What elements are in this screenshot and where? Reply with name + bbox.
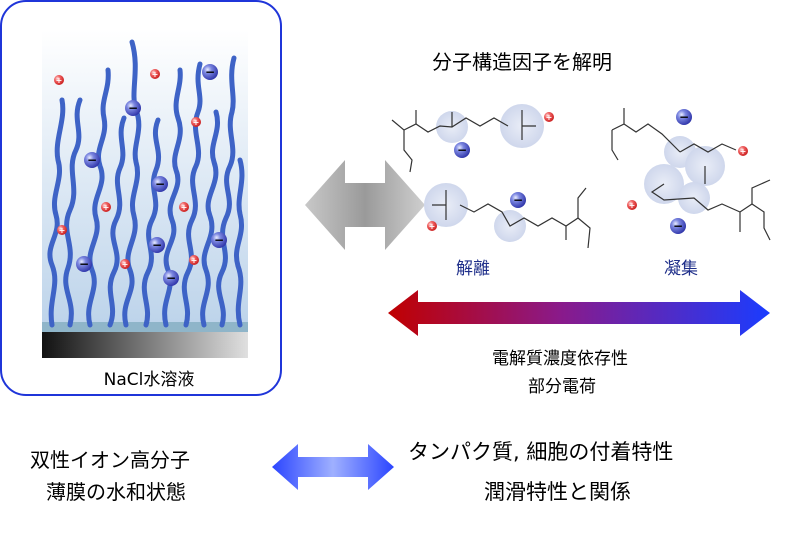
polymer-chain: [107, 115, 127, 328]
label-dissociation: 解離: [456, 259, 490, 279]
anion-sign: −: [152, 238, 162, 252]
cations: + + + + + + + +: [54, 69, 201, 269]
anion-sign: −: [79, 257, 89, 271]
polymer-chain: [181, 61, 203, 328]
cation-sign: +: [429, 222, 436, 231]
cation-sign: +: [181, 203, 188, 212]
anion: [76, 256, 92, 272]
dissociated-molecule-bottom: [424, 183, 591, 249]
polymer-chain: [47, 97, 66, 328]
cation: [427, 221, 437, 231]
anion: [84, 152, 100, 168]
anion-sign: −: [513, 193, 523, 207]
anion: [510, 192, 526, 208]
cation: [179, 202, 189, 212]
polymer-chain: [86, 67, 111, 328]
anion-sign: −: [205, 65, 215, 79]
anion: [152, 176, 168, 192]
cation-sign: +: [191, 256, 198, 265]
solution-caption: NaCl水溶液: [103, 370, 195, 390]
polymer-chain: [63, 97, 83, 328]
anion: [211, 232, 227, 248]
cation-sign: +: [740, 147, 747, 156]
gradient-text-line2: 部分電荷: [528, 377, 596, 397]
anion: [676, 109, 692, 125]
anions: − − − − − − − −: [76, 64, 227, 286]
polymer-chain: [200, 109, 220, 328]
anion: [163, 270, 179, 286]
cation-sign: +: [56, 76, 63, 85]
anion-sign: −: [679, 110, 689, 124]
cation-sign: +: [193, 118, 200, 127]
bottom-left-line2: 薄膜の水和状態: [46, 480, 186, 504]
dissociated-molecule-top: [391, 104, 544, 173]
cation: [738, 146, 748, 156]
cation: [189, 255, 199, 265]
cation: [544, 112, 554, 122]
gradient-text-line1: 電解質濃度依存性: [492, 349, 628, 369]
cation: [57, 225, 67, 235]
structure-title: 分子構造因子を解明: [432, 50, 612, 74]
anion-sign: −: [673, 219, 683, 233]
cation-sign: +: [59, 226, 66, 235]
anion-sign: −: [155, 177, 165, 191]
anion-sign: −: [166, 271, 176, 285]
cation: [54, 75, 64, 85]
cation: [191, 117, 201, 127]
anion-sign: −: [457, 143, 467, 157]
bottom-right-line2: 潤滑特性と関係: [484, 480, 631, 504]
anion: [149, 237, 165, 253]
label-aggregation: 凝集: [664, 259, 698, 279]
polymer-chains: [47, 39, 245, 328]
relation-double-arrow: [272, 444, 394, 490]
cation-sign: +: [122, 260, 129, 269]
substrate: [42, 332, 248, 358]
polymer-chain: [216, 55, 237, 328]
anion-sign: −: [128, 101, 138, 115]
cation-sign: +: [546, 113, 553, 122]
aggregated-molecules: [611, 108, 771, 241]
anion: [454, 142, 470, 158]
anion-sign: −: [87, 153, 97, 167]
polymer-chain: [141, 117, 162, 328]
anion: [202, 64, 218, 80]
anion: [125, 100, 141, 116]
anion-sign: −: [214, 233, 224, 247]
cation-sign: +: [152, 70, 159, 79]
cation-sign: +: [629, 201, 636, 210]
cation-sign: +: [103, 203, 110, 212]
gradient-double-arrow: [388, 290, 770, 336]
cation: [150, 69, 160, 79]
bottom-left-line1: 双性イオン高分子: [30, 448, 190, 472]
cation: [627, 200, 637, 210]
anion: [670, 218, 686, 234]
cation: [120, 259, 130, 269]
cation: [101, 202, 111, 212]
polymer-chain: [234, 157, 245, 328]
gray-double-arrow: [305, 160, 425, 250]
bottom-right-line1: タンパク質, 細胞の付着特性: [408, 440, 674, 464]
